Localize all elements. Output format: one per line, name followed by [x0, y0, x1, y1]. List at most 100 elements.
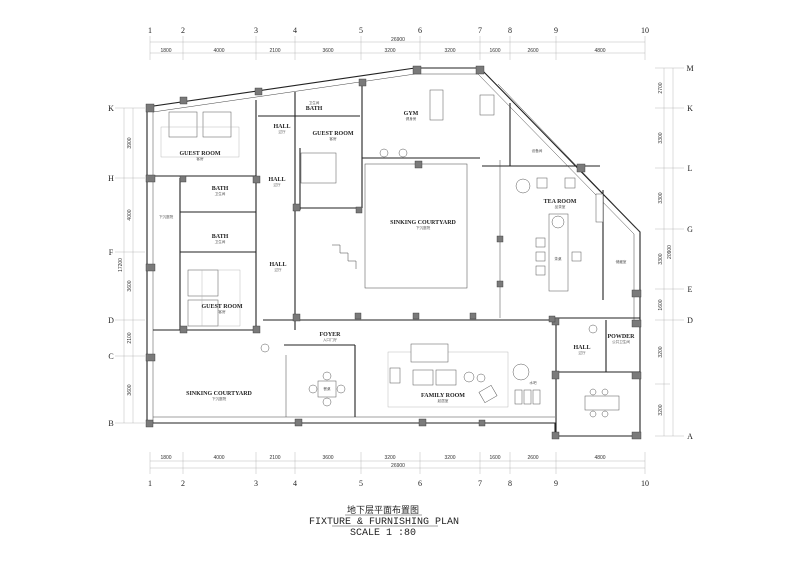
plant-icon — [260, 343, 270, 353]
axis-bubble-4: 4 — [293, 26, 297, 35]
dimension-right: 3200 — [658, 346, 664, 357]
room-label-cn: 过厅 — [273, 182, 281, 187]
room-label-cn: 客房 — [218, 309, 226, 314]
room-label-hall: HALL — [268, 177, 285, 183]
room-label-cn: 健身房 — [406, 116, 417, 121]
room-label-cn: 客房 — [329, 136, 337, 141]
drawing-title-en: FIXTURE & FURNISHING PLAN — [309, 517, 459, 528]
room-label-hall: HALL — [273, 124, 290, 130]
room-labels: GUEST ROOM 客房 BATH 卫生间 HALL 过厅 GUEST ROO… — [159, 100, 635, 403]
top-axis: 1 2 3 4 5 6 7 8 9 10 26900 1800 4000 210… — [148, 26, 649, 60]
dimension-top: 2600 — [527, 48, 538, 54]
axis-bubble-A: A — [687, 432, 693, 441]
structural-columns — [145, 65, 642, 440]
room-label-cn: 品茶室 — [555, 204, 566, 209]
room-note: 设备间 — [532, 148, 543, 153]
dimension-left-total: 17200 — [118, 258, 124, 272]
room-note: 茶桌 — [554, 256, 562, 261]
plant-icon — [515, 178, 531, 194]
axis-bubble-5: 5 — [359, 26, 363, 35]
axis-bubble-M: M — [686, 64, 693, 73]
bed-icon — [202, 111, 232, 138]
dimension-top: 2100 — [269, 48, 280, 54]
dimension-bottom: 2600 — [527, 455, 538, 461]
room-label-cn: 起居室 — [438, 398, 449, 403]
room-label-foyer: FOYER — [320, 332, 342, 338]
axis-ticks-right — [655, 67, 684, 437]
title-block: 地下层平面布置图 FIXTURE & FURNISHING PLAN SCALE… — [309, 504, 459, 539]
room-note: 下沉庭院 — [159, 214, 174, 219]
drawing-title-cn: 地下层平面布置图 — [347, 504, 419, 516]
dimension-total-top: 26900 — [391, 37, 405, 43]
dimension-bottom: 2100 — [269, 455, 280, 461]
dimension-bottom: 3200 — [444, 455, 455, 461]
bed-icon — [300, 152, 337, 184]
axis-bubble-G: G — [687, 225, 693, 234]
axis-bubble-3: 3 — [254, 26, 258, 35]
plant-icon — [551, 215, 565, 229]
tea-table-icon — [548, 213, 569, 292]
axis-bubble-1: 1 — [148, 26, 152, 35]
axis-bubble-9: 9 — [554, 26, 558, 35]
dimension-bottom: 3200 — [384, 455, 395, 461]
dimension-right: 3200 — [658, 404, 664, 415]
room-label-cn: 过厅 — [278, 129, 286, 134]
dimension-left: 3600 — [127, 280, 133, 291]
room-label-cn: 过厅 — [274, 267, 282, 272]
axis-bubble-8: 8 — [508, 26, 512, 35]
dimension-right: 3300 — [658, 132, 664, 143]
axis-bubble-2: 2 — [181, 26, 185, 35]
dimension-top: 1600 — [489, 48, 500, 54]
room-label-cn: 入口门厅 — [323, 337, 338, 342]
dimension-bottom: 1600 — [489, 455, 500, 461]
dimension-bottom: 3600 — [322, 455, 333, 461]
dimension-top: 1800 — [160, 48, 171, 54]
axis-bubble-L: L — [688, 164, 693, 173]
axis-bubble-H: H — [108, 174, 114, 183]
room-label-sinking-courtyard: SINKING COURTYARD — [390, 220, 456, 226]
room-label-cn: 过厅 — [578, 350, 586, 355]
axis-bubble-4: 4 — [293, 479, 297, 488]
left-axis: K H F D C B 3900 4000 3600 2100 3600 172… — [108, 104, 145, 428]
axis-bubble-6: 6 — [418, 479, 422, 488]
dimension-left: 4000 — [127, 209, 133, 220]
axis-bubble-C: C — [108, 352, 113, 361]
room-label-cn: 卫生间 — [215, 191, 226, 196]
room-label-hall: HALL — [573, 345, 590, 351]
room-label-powder: POWDER — [608, 334, 636, 340]
axis-bubble-10: 10 — [641, 26, 649, 35]
room-label-sinking-courtyard: SINKING COURTYARD — [186, 391, 252, 397]
dimension-bottom: 4000 — [213, 455, 224, 461]
dimension-left: 2100 — [127, 332, 133, 343]
dimension-right: 1600 — [658, 299, 664, 310]
table-icon — [584, 395, 620, 411]
room-label-family-room: FAMILY ROOM — [421, 393, 465, 399]
room-label-guest-room: GUEST ROOM — [312, 131, 353, 137]
dimension-right: 3300 — [658, 253, 664, 264]
dimension-left: 3600 — [127, 384, 133, 395]
axis-bubble-10: 10 — [641, 479, 649, 488]
axis-bubble-7: 7 — [478, 26, 482, 35]
room-label-bath: BATH — [306, 106, 323, 112]
dimension-top: 3200 — [444, 48, 455, 54]
dimension-top: 3600 — [322, 48, 333, 54]
dimension-left: 3900 — [127, 137, 133, 148]
axis-bubble-8: 8 — [508, 479, 512, 488]
stair-icon — [332, 244, 357, 269]
axis-bubble-D: D — [687, 316, 693, 325]
dimension-right-total: 20900 — [667, 245, 673, 259]
dining-table-icon — [317, 380, 337, 398]
axis-bubble-9: 9 — [554, 479, 558, 488]
axis-bubble-2: 2 — [181, 479, 185, 488]
room-label-cn: 卫生间 — [309, 100, 320, 105]
dimension-top: 4000 — [213, 48, 224, 54]
axis-bubble-K: K — [687, 104, 693, 113]
bottom-axis: 1800 4000 2100 3600 3200 3200 1600 2600 … — [148, 452, 649, 488]
room-label-gym: GYM — [404, 111, 419, 117]
furniture — [160, 89, 620, 418]
bed-icon — [168, 111, 198, 138]
right-axis: M K L G E D A 2700 3300 3300 3300 1600 3… — [655, 64, 694, 441]
plant-icon — [588, 324, 598, 334]
room-label-cn: 客房 — [196, 156, 204, 161]
